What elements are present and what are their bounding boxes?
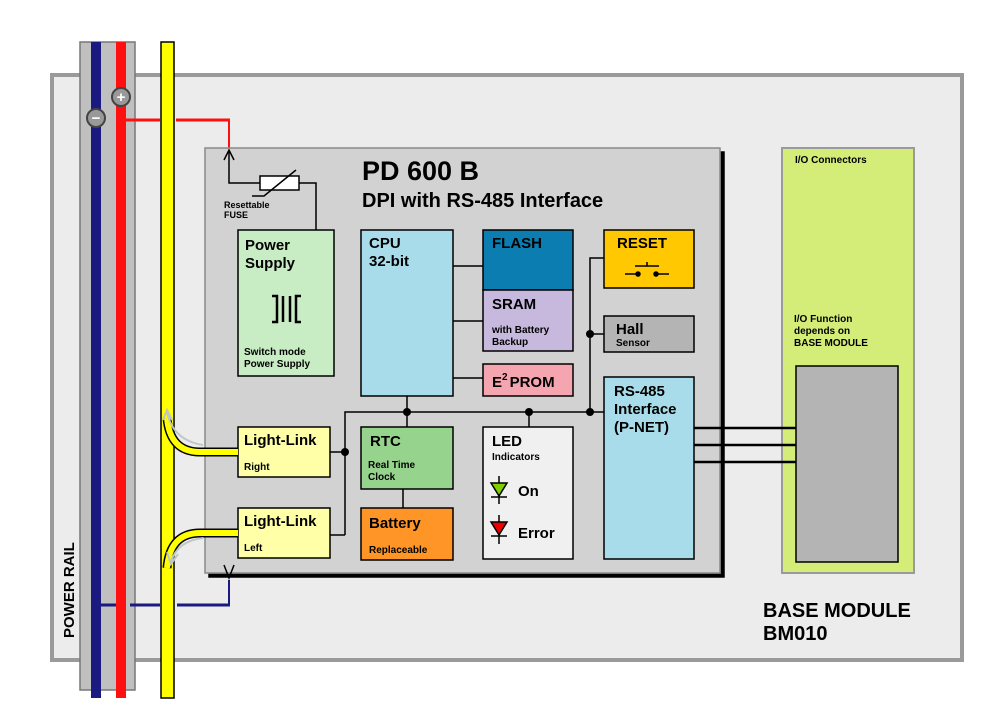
rs485-label-1: RS-485: [614, 383, 665, 400]
power-supply-title-1: Power: [245, 237, 290, 254]
led-error-label: Error: [518, 525, 555, 542]
base-module-label-2: BM010: [763, 623, 827, 645]
plus-terminal-icon: +: [111, 87, 131, 107]
hall-sensor-block: [603, 315, 695, 353]
fuse-label-line1: Resettable: [224, 200, 270, 210]
light-link-left-desc: Left: [244, 543, 263, 554]
rail-conductor-yellow: [160, 41, 175, 699]
cpu-block: [360, 229, 454, 397]
light-link-left-label: Light-Link: [244, 513, 317, 530]
led-subtitle: Indicators: [492, 452, 540, 463]
cpu-label-2: 32-bit: [369, 253, 409, 270]
cpu-label-1: CPU: [369, 235, 401, 252]
fuse-label-line2: FUSE: [224, 210, 248, 220]
led-on-icon: [489, 476, 509, 504]
io-desc-2: depends on: [794, 326, 850, 337]
hall-desc: Sensor: [616, 338, 650, 349]
svg-text:−: −: [92, 110, 101, 127]
base-module-label-1: BASE MODULE: [763, 600, 911, 622]
rtc-label: RTC: [370, 433, 401, 450]
optical-link-right-wire: [162, 407, 238, 457]
sram-desc-2: Backup: [492, 337, 528, 348]
power-rail-label: POWER RAIL: [61, 542, 78, 638]
battery-label: Battery: [369, 515, 421, 532]
rail-conductor-red: [116, 42, 126, 698]
flash-label: FLASH: [492, 235, 542, 252]
main-bus-wire: [344, 411, 604, 452]
pushbutton-switch-icon: [625, 262, 669, 277]
led-on-label: On: [518, 483, 539, 500]
transformer-icon: [272, 294, 301, 324]
battery-desc: Replaceable: [369, 545, 428, 556]
io-function-area: [795, 365, 899, 563]
io-desc-3: BASE MODULE: [794, 338, 868, 349]
power-rail-bar: [79, 41, 136, 691]
rtc-block: [360, 426, 454, 490]
light-link-right-label: Light-Link: [244, 432, 317, 449]
flash-block: [482, 229, 574, 291]
resettable-fuse-icon: [252, 169, 300, 197]
reset-block: [603, 229, 695, 289]
eeprom-block: [482, 363, 574, 397]
sram-desc-1: with Battery: [491, 325, 550, 336]
power-supply-block: [237, 229, 335, 377]
rs485-label-3: (P-NET): [614, 419, 669, 436]
rtc-desc-1: Real Time: [368, 460, 415, 471]
light-link-right-block: [237, 426, 331, 478]
power-supply-desc-1: Switch mode: [244, 347, 306, 358]
device-subtitle: DPI with RS-485 Interface: [362, 190, 603, 212]
svg-text:+: +: [117, 89, 126, 106]
light-link-right-desc: Right: [244, 462, 270, 473]
rs485-io-wires: [694, 426, 796, 464]
reset-label: RESET: [617, 235, 667, 252]
rs485-block: [603, 376, 695, 560]
light-link-left-block: [237, 507, 331, 559]
led-title: LED: [492, 433, 522, 450]
optical-link-left-wire: [162, 528, 238, 569]
device-title: PD 600 B: [362, 156, 479, 186]
bus-junctions: [341, 330, 594, 456]
power-supply-title-2: Supply: [245, 255, 296, 272]
sram-label: SRAM: [492, 296, 536, 313]
io-desc-1: I/O Function: [794, 314, 852, 325]
led-error-icon: [489, 515, 509, 544]
hall-label: Hall: [616, 321, 644, 338]
power-supply-desc-2: Power Supply: [244, 359, 311, 370]
rtc-desc-2: Clock: [368, 472, 396, 483]
rs485-label-2: Interface: [614, 401, 677, 418]
rail-conductor-blue: [91, 42, 101, 698]
minus-terminal-icon: −: [86, 108, 106, 128]
battery-block: [360, 507, 454, 561]
io-header: I/O Connectors: [795, 155, 867, 166]
sram-block: [482, 289, 574, 352]
